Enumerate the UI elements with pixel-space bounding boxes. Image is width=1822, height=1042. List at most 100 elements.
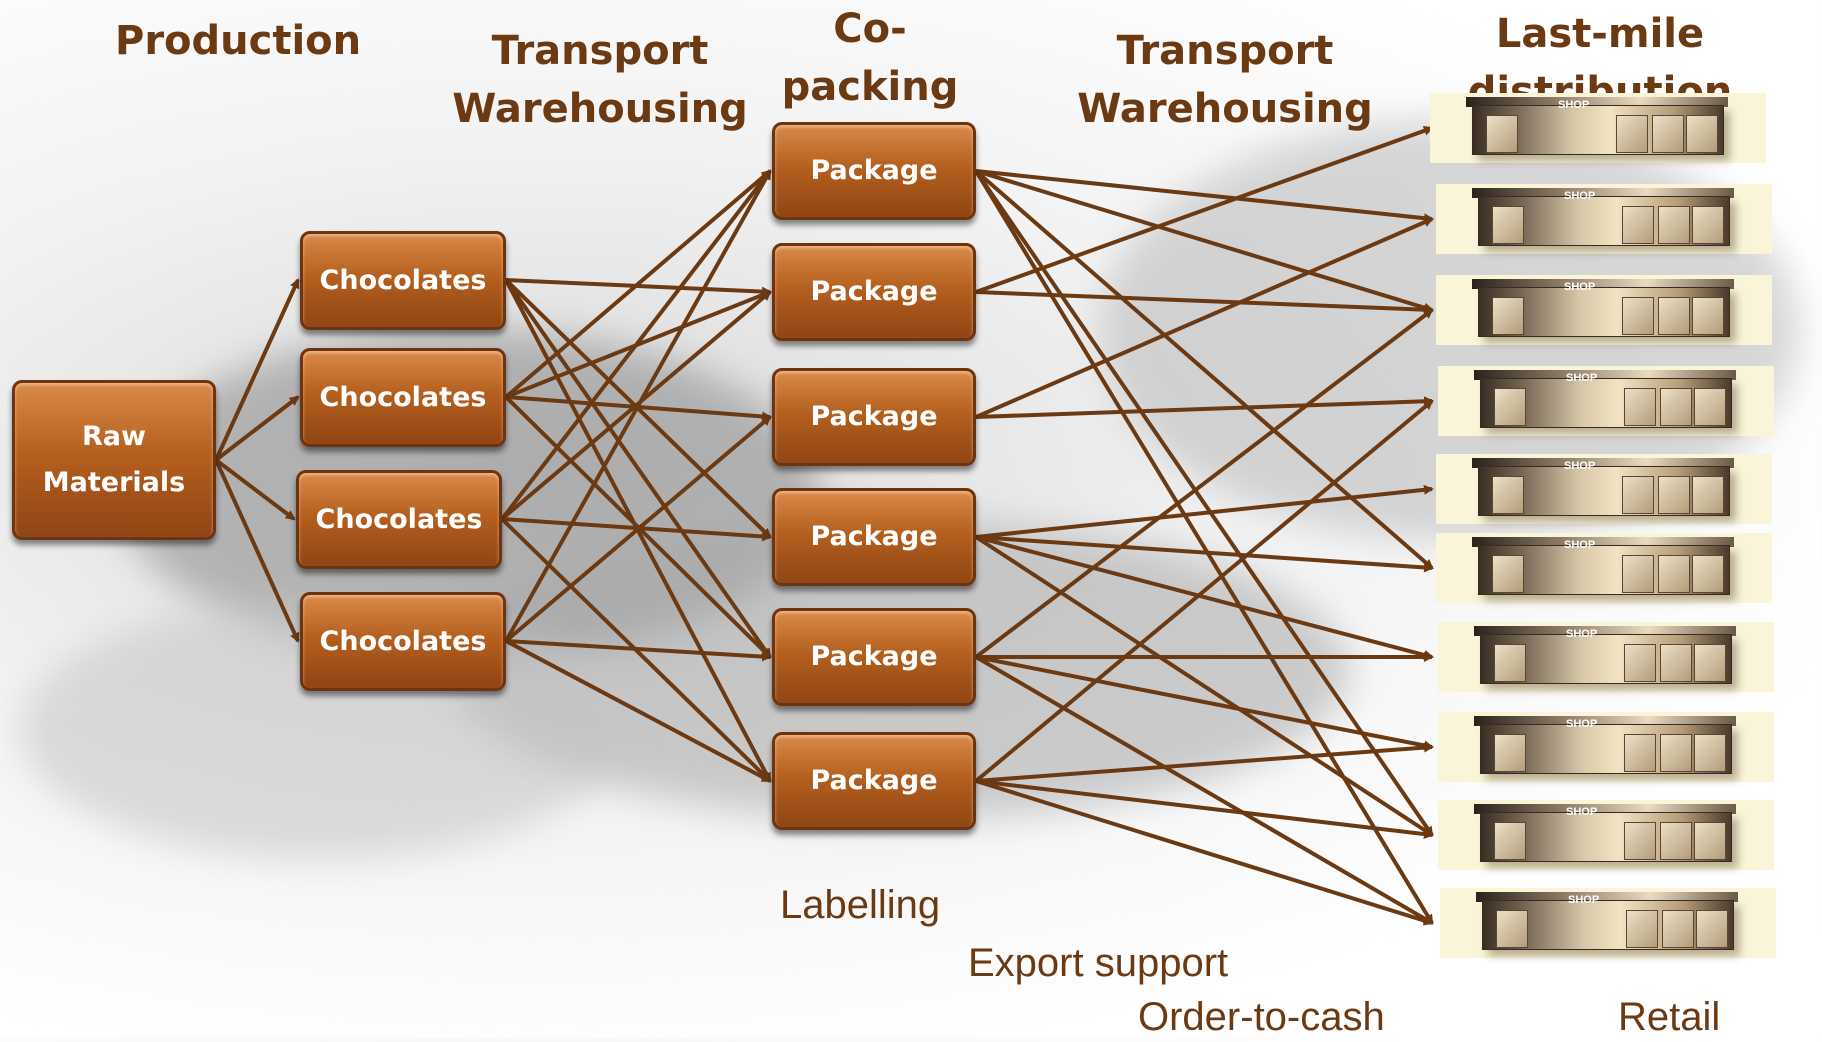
- flow-arrow: [975, 126, 1434, 294]
- shop-door: [1686, 115, 1718, 153]
- note-order-to-cash: Order-to-cash: [1138, 995, 1385, 1039]
- flow-arrow: [974, 399, 1434, 783]
- raw-materials-line: Materials: [42, 467, 186, 498]
- shop-roof: [1472, 188, 1734, 198]
- flow-arrow: [975, 484, 1434, 539]
- shop-sign: SHOP: [1558, 99, 1590, 111]
- shop-door: [1624, 644, 1656, 682]
- shop-sign: SHOP: [1564, 281, 1596, 293]
- shop-roof: [1472, 537, 1734, 547]
- flow-arrow: [500, 517, 772, 783]
- shop-door: [1492, 297, 1524, 335]
- shop-door: [1492, 206, 1524, 244]
- raw-materials-box: Raw Materials: [12, 380, 216, 540]
- flow-arrow: [975, 742, 1434, 783]
- flow-arrow: [504, 395, 772, 659]
- package-box: Package: [772, 368, 976, 466]
- flow-arrow: [975, 169, 1434, 313]
- package-box: Package: [772, 608, 976, 706]
- flow-arrow: [214, 458, 296, 521]
- shop-door: [1622, 555, 1654, 593]
- shop-door: [1652, 115, 1684, 153]
- flow-arrow: [504, 279, 772, 783]
- flow-arrow: [214, 459, 300, 643]
- shop-door: [1496, 910, 1528, 948]
- raw-materials-line: Raw: [82, 421, 146, 452]
- shop-door: [1658, 297, 1690, 335]
- shop-door: [1694, 644, 1726, 682]
- chocolates-box: Chocolates: [300, 231, 506, 330]
- flow-arrow: [505, 639, 772, 662]
- shop-roof: [1474, 804, 1736, 814]
- flow-arrow: [975, 217, 1434, 419]
- shop-image: SHOP: [1440, 888, 1776, 958]
- chocolates-box: Chocolates: [296, 470, 502, 569]
- flow-arrow: [214, 395, 300, 462]
- shop-sign: SHOP: [1566, 806, 1598, 818]
- chocolates-box: Chocolates: [300, 592, 506, 691]
- package-box: Package: [772, 488, 976, 586]
- package-box: Package: [772, 122, 976, 220]
- note-retail: Retail: [1618, 995, 1721, 1039]
- flow-arrow: [504, 169, 772, 399]
- shop-door: [1660, 822, 1692, 860]
- shop-roof: [1472, 458, 1734, 468]
- shop-door: [1662, 910, 1694, 948]
- header-line: Transport: [1116, 28, 1334, 74]
- flow-arrow: [975, 169, 1434, 224]
- shop-sign: SHOP: [1566, 372, 1598, 384]
- shop-roof: [1466, 97, 1728, 107]
- shop-door: [1660, 734, 1692, 772]
- header-transport-warehousing-1: Transport Warehousing: [450, 22, 750, 138]
- flow-arrow: [975, 779, 1434, 926]
- package-box: Package: [772, 243, 976, 341]
- shop-image: SHOP: [1438, 712, 1774, 782]
- shop-image: SHOP: [1436, 275, 1772, 345]
- shop-sign: SHOP: [1564, 190, 1596, 202]
- shop-image: SHOP: [1436, 454, 1772, 524]
- flow-arrow: [975, 655, 1434, 751]
- flow-arrow: [975, 535, 1434, 660]
- shop-roof: [1474, 626, 1736, 636]
- header-line: Transport: [491, 28, 709, 74]
- shop-door: [1692, 206, 1724, 244]
- shop-sign: SHOP: [1568, 894, 1600, 906]
- shop-door: [1694, 734, 1726, 772]
- note-export-support: Export support: [968, 941, 1229, 985]
- shop-door: [1624, 734, 1656, 772]
- shop-door: [1486, 115, 1518, 153]
- shop-door: [1622, 476, 1654, 514]
- shop-door: [1658, 476, 1690, 514]
- shop-door: [1494, 388, 1526, 426]
- flow-arrow: [974, 655, 1434, 925]
- flow-arrow: [500, 169, 772, 521]
- flow-arrow: [214, 278, 300, 461]
- shop-door: [1494, 822, 1526, 860]
- shop-door: [1624, 822, 1656, 860]
- shop-door: [1492, 555, 1524, 593]
- flow-arrow: [505, 639, 772, 783]
- shop-door: [1622, 206, 1654, 244]
- chocolates-box: Chocolates: [300, 348, 506, 447]
- shop-door: [1658, 206, 1690, 244]
- shop-door: [1660, 388, 1692, 426]
- shop-roof: [1474, 370, 1736, 380]
- shop-image: SHOP: [1438, 366, 1774, 436]
- shop-door: [1658, 555, 1690, 593]
- flow-arrow: [975, 396, 1434, 419]
- shop-door: [1492, 476, 1524, 514]
- header-line: Warehousing: [452, 86, 748, 132]
- flow-arrow: [504, 169, 772, 642]
- shop-door: [1660, 644, 1692, 682]
- shop-door: [1694, 388, 1726, 426]
- shop-sign: SHOP: [1564, 539, 1596, 551]
- shop-door: [1692, 297, 1724, 335]
- flow-arrow: [974, 169, 1434, 570]
- shop-image: SHOP: [1430, 93, 1766, 163]
- flow-arrow: [974, 169, 1434, 925]
- shop-door: [1616, 115, 1648, 153]
- flow-arrow: [975, 290, 1434, 315]
- shop-door: [1494, 644, 1526, 682]
- shop-roof: [1472, 279, 1734, 289]
